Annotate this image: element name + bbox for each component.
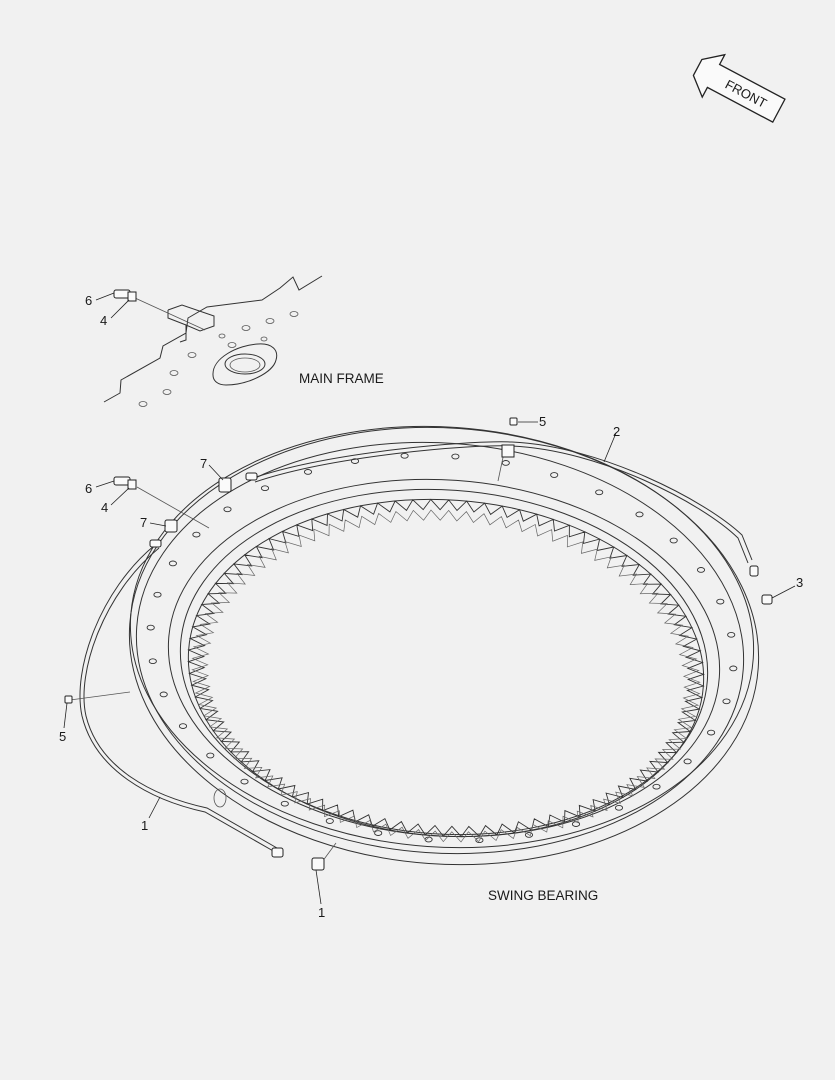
bolt-hole [192, 531, 201, 538]
callouts: 6 4 5 2 7 6 4 7 3 5 1 1 [59, 293, 803, 920]
main-frame-drawing [103, 275, 323, 407]
bolt-hole [451, 453, 460, 460]
bolt-hole [148, 658, 157, 665]
bolt-hole [716, 598, 725, 605]
bolt-hole [722, 698, 731, 705]
callout-6: 6 [85, 293, 92, 308]
callout-6: 6 [85, 481, 92, 496]
callout-5: 5 [539, 414, 546, 429]
gear-tooth-profile [187, 498, 705, 838]
caption-main-frame: MAIN FRAME [299, 371, 384, 386]
caption-swing-bearing: SWING BEARING [488, 888, 598, 903]
swing-bearing-drawing [128, 425, 760, 866]
bolt-hole [350, 458, 360, 464]
front-arrow: FRONT [692, 53, 786, 124]
fittings [64, 289, 773, 871]
bolt-hole [683, 758, 692, 765]
bolt-hole [374, 830, 383, 836]
callout-5: 5 [59, 729, 66, 744]
callout-2: 2 [613, 424, 620, 439]
bolt-hole [303, 469, 313, 475]
callout-3: 3 [796, 575, 803, 590]
bolt-hole [280, 800, 289, 807]
bolt-hole [159, 691, 168, 698]
bolt-hole [223, 506, 232, 513]
bolt-hole [153, 591, 162, 598]
bolt-hole [550, 472, 559, 478]
bolt-hole [669, 537, 678, 544]
bolt-holes [146, 452, 738, 844]
callout-7: 7 [140, 515, 147, 530]
bolt-hole [635, 511, 644, 518]
bolt-hole [240, 778, 249, 785]
callout-4: 4 [101, 500, 108, 515]
leader-lines [63, 292, 796, 905]
callout-1: 1 [318, 905, 325, 920]
callout-7: 7 [200, 456, 207, 471]
bolt-hole [571, 821, 581, 827]
bolt-hole [652, 783, 661, 790]
bolt-hole [614, 804, 624, 811]
bolt-hole [707, 729, 716, 736]
gear-tooth-depth [191, 509, 701, 843]
bolt-hole [168, 560, 177, 567]
gear-teeth [187, 498, 705, 843]
bolt-hole [524, 832, 534, 838]
bolt-hole [325, 818, 334, 824]
bolt-hole [400, 452, 409, 459]
bolt-hole [260, 485, 270, 492]
bolt-hole [501, 460, 510, 466]
callout-4: 4 [100, 313, 107, 328]
callout-1: 1 [141, 818, 148, 833]
bolt-hole [475, 837, 484, 844]
bolt-hole [729, 665, 738, 672]
bolt-hole [146, 624, 155, 631]
bolt-hole [595, 489, 604, 496]
bolt-hole [206, 752, 215, 759]
bolt-hole [696, 567, 706, 573]
grease-hoses [69, 297, 753, 863]
bolt-hole [727, 631, 736, 638]
bolt-hole [178, 723, 188, 729]
